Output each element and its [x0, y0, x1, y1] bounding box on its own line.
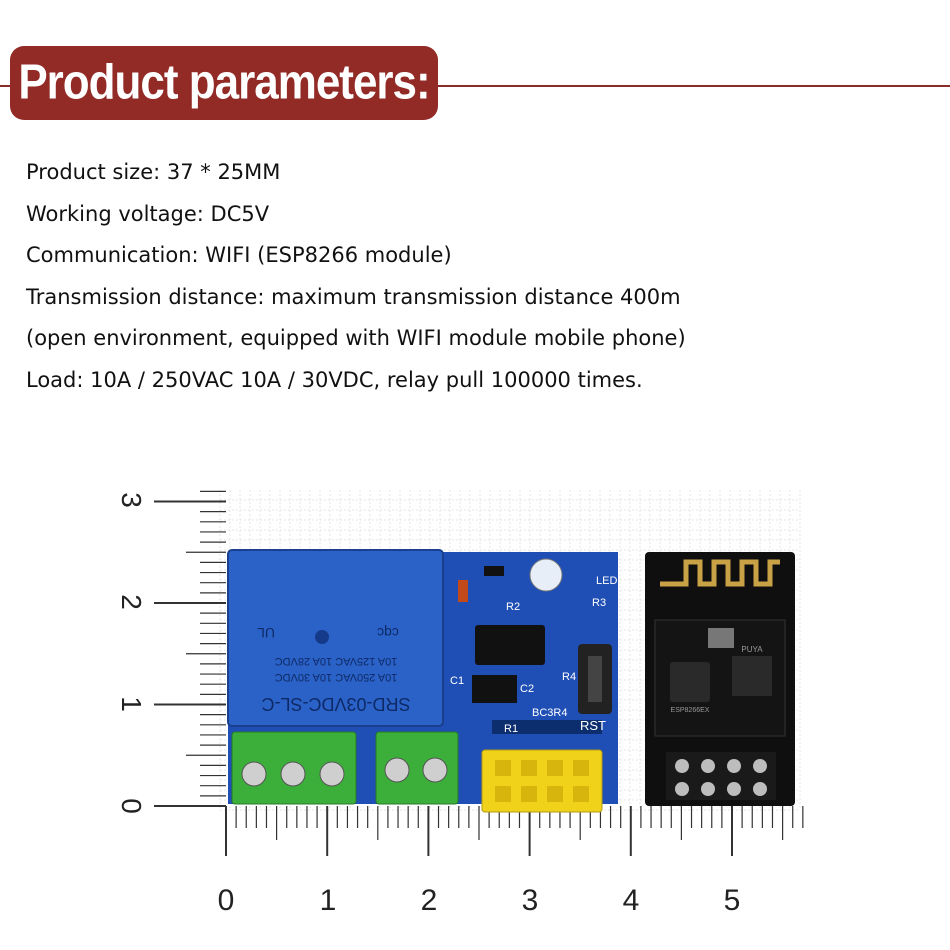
parameter-list: Product size: 37 * 25MM Working voltage:… — [26, 152, 686, 401]
relay-rating-2: 10A 125VAC 10A 28VDC — [275, 655, 398, 667]
h-label-0: 0 — [218, 884, 235, 917]
v-label-0: 0 — [116, 798, 147, 814]
relay-markings: SRD-03VDC-SL-C 10A 250VAC 10A 30VDC 10A … — [257, 625, 411, 714]
v-label-1: 1 — [116, 696, 147, 712]
label-rst: RST — [580, 718, 606, 733]
label-r1: R1 — [504, 723, 518, 735]
relay-model-text: SRD-03VDC-SL-C — [261, 694, 410, 714]
label-c2: C2 — [520, 683, 534, 695]
relay-cert-cqc: cqc — [377, 625, 399, 641]
terminal-block-2 — [375, 731, 459, 805]
h-label-3: 3 — [522, 884, 539, 917]
pcb-labels: LED R3 R2 C1 R4 C2 BC3R4 R1 RST — [450, 575, 617, 735]
relay-screw — [315, 630, 329, 644]
h-label-4: 4 — [623, 884, 640, 917]
header-banner: Product parameters: — [10, 46, 438, 120]
pcb-components — [458, 558, 612, 734]
param-transmission-note: (open environment, equipped with WIFI mo… — [26, 326, 686, 350]
module-chip-label: ESP8266EX — [671, 707, 710, 714]
product-photo: 3 2 1 0 0 1 2 3 4 5 SRD-03VDC-SL-C 10A 2… — [100, 480, 820, 940]
terminal-block-3 — [231, 731, 357, 805]
relay-rating-1: 10A 250VAC 10A 30VDC — [275, 671, 398, 683]
param-communication: Communication: WIFI (ESP8266 module) — [26, 243, 452, 267]
label-led: LED — [596, 575, 617, 587]
pin-header-socket — [481, 749, 603, 813]
label-bc: BC3R4 — [532, 707, 567, 719]
esp01-module: ESP8266EX PUYA — [645, 552, 795, 806]
relay-cert-ul: UL — [257, 625, 275, 641]
label-c1: C1 — [450, 675, 464, 687]
horizontal-ruler — [225, 806, 804, 856]
label-r2: R2 — [506, 601, 520, 613]
label-r3: R3 — [592, 597, 606, 609]
param-working-voltage: Working voltage: DC5V — [26, 201, 270, 226]
label-r4: R4 — [562, 671, 576, 683]
page-title: Product parameters: — [18, 55, 430, 110]
v-label-2: 2 — [116, 594, 147, 610]
param-transmission-distance: Transmission distance: maximum transmiss… — [26, 284, 681, 309]
h-label-2: 2 — [421, 884, 438, 917]
vertical-ruler — [154, 490, 226, 807]
relay-body — [227, 549, 444, 727]
header-rule — [0, 85, 950, 87]
param-product-size: Product size: 37 * 25MM — [26, 160, 281, 184]
product-photo-svg: 3 2 1 0 0 1 2 3 4 5 SRD-03VDC-SL-C 10A 2… — [116, 490, 804, 917]
module-flash-label: PUYA — [741, 645, 763, 654]
param-load: Load: 10A / 250VAC 10A / 30VDC, relay pu… — [26, 367, 643, 392]
h-label-5: 5 — [724, 884, 741, 917]
h-label-1: 1 — [320, 884, 337, 917]
v-label-3: 3 — [116, 492, 147, 508]
